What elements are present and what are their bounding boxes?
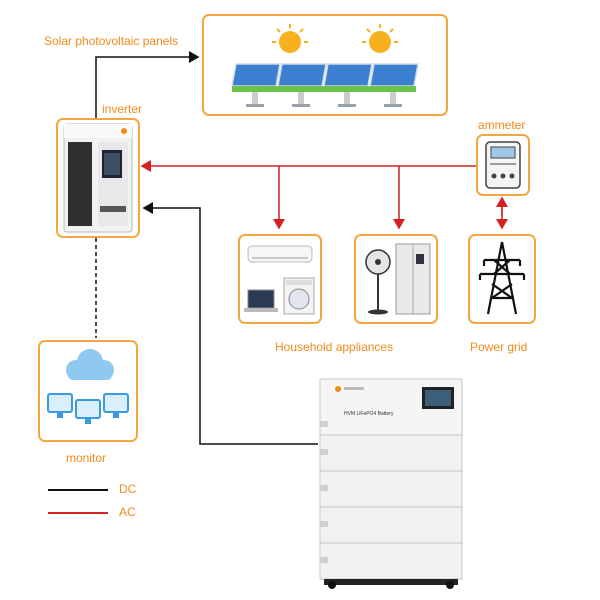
solar-panel-icon: [231, 63, 281, 107]
inverter-label: inverter: [102, 102, 143, 116]
battery-model-label: HVM LiFePO4 Battery: [344, 411, 394, 417]
cloud-icon: [66, 349, 114, 380]
solar-panel-icon: [277, 63, 327, 107]
battery-illustration: HVM LiFePO4 Battery: [319, 378, 463, 589]
fan-icon: [365, 249, 391, 315]
sun-icon: [362, 24, 398, 53]
ammeter-icon: [485, 141, 521, 189]
solar-panels-box: [202, 14, 448, 116]
solar-panels-illustration: [231, 24, 419, 107]
laptop-icon: [244, 289, 278, 312]
computer-icon: [75, 399, 101, 424]
appliances-box-ac-washer-laptop: [238, 234, 322, 324]
air-conditioner-icon: [247, 245, 313, 263]
solar-panel-icon: [323, 63, 373, 107]
monitor-label: monitor: [66, 451, 107, 465]
dc-wire-battery-to-inverter: [142, 202, 318, 445]
legend-dc-label: DC: [119, 482, 137, 496]
computer-icon: [47, 393, 73, 418]
ammeter-box: [476, 134, 530, 196]
legend-ac-label: AC: [119, 505, 136, 519]
legend-ac-line: [48, 512, 108, 514]
dc-wire-inverter-to-solar: [95, 51, 200, 118]
solar-panels-label: Solar photovoltaic panels: [44, 34, 179, 48]
refrigerator-icon: [395, 243, 431, 315]
computer-icon: [103, 393, 129, 418]
solar-panel-icon: [369, 63, 419, 107]
legend-dc-line: [48, 489, 108, 491]
appliances-illustration: [365, 243, 431, 315]
sun-icon: [272, 24, 308, 53]
transmission-tower-icon: [478, 241, 526, 315]
battery-stack: HVM LiFePO4 Battery: [318, 377, 464, 590]
inverter-icon: [63, 123, 133, 233]
washing-machine-icon: [283, 277, 315, 315]
appliances-box-fan-fridge: [354, 234, 438, 324]
household-appliances-label: Household appliances: [275, 340, 394, 354]
appliances-illustration: [244, 245, 315, 315]
inverter-box: [56, 118, 140, 238]
monitor-illustration: [47, 349, 129, 424]
ammeter-label: ammeter: [478, 118, 526, 132]
power-grid-box: [468, 234, 536, 324]
power-grid-label: Power grid: [470, 340, 528, 354]
monitor-box: [38, 340, 138, 442]
